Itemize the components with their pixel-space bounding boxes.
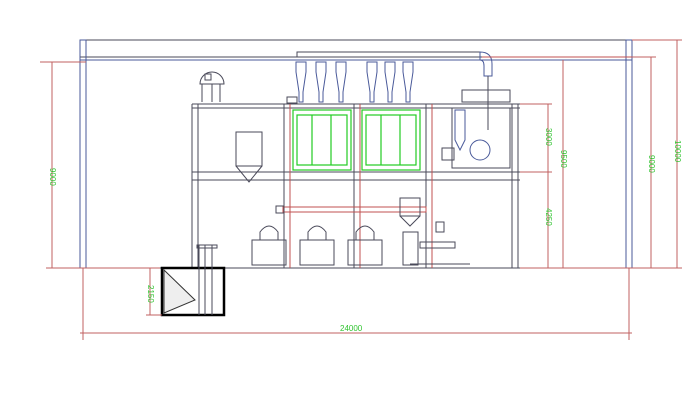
bin-hopper	[235, 131, 263, 183]
dim-height-9500: 9500	[559, 150, 568, 168]
dim-height-10000: 10000	[673, 140, 682, 163]
dim-pit-depth: 2150	[146, 285, 155, 303]
dim-lower-floor: 4250	[544, 208, 553, 226]
plansifters	[292, 109, 421, 171]
bran-finisher-filter	[441, 89, 511, 169]
steel-platform	[191, 103, 520, 268]
pneumatic-pipe	[296, 51, 632, 130]
dim-upper-floor: 3000	[544, 128, 553, 146]
dim-total-width: 24000	[340, 324, 363, 333]
roller-mills	[251, 225, 383, 266]
packing-scale	[399, 197, 470, 266]
dimension-lines	[40, 39, 682, 340]
fan-hood	[199, 71, 225, 102]
dim-left-height: 9000	[48, 168, 57, 186]
dim-height-9000: 9000	[647, 155, 656, 173]
intake-pit	[160, 244, 226, 317]
screw-conveyor	[275, 205, 427, 214]
cyclones	[286, 61, 414, 104]
